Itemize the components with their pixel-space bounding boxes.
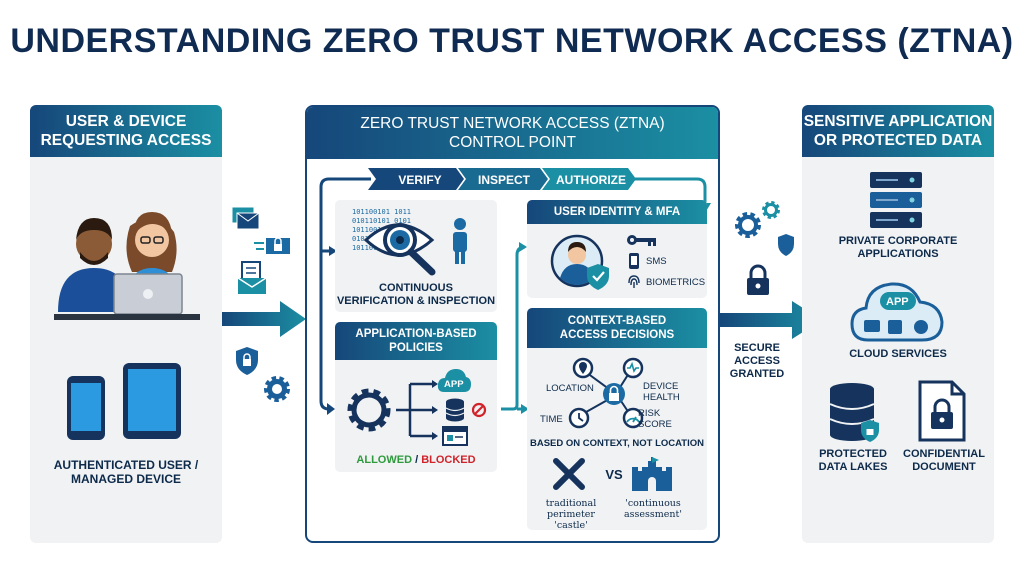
sms-label: SMS xyxy=(646,256,667,267)
context-header: CONTEXT-BASED ACCESS DECISIONS xyxy=(527,308,707,348)
user-device-panel: USER & DEVICE REQUESTING ACCESS xyxy=(30,105,222,543)
secure-access-label: SECURE ACCESS GRANTED xyxy=(729,342,785,380)
device-health-label: DEVICE HEALTH xyxy=(643,381,680,403)
database-icon-small xyxy=(445,398,465,422)
lock-message-icon xyxy=(254,237,290,254)
traditional-perimeter-label: traditional perimeter 'castle' xyxy=(545,498,597,531)
protected-data-header: SENSITIVE APPLICATION OR PROTECTED DATA xyxy=(802,105,994,157)
ztna-header: ZERO TRUST NETWORK ACCESS (ZTNA) CONTROL… xyxy=(307,107,718,159)
binary-row: 101100101 1011 xyxy=(352,208,412,216)
ztna-header-line2: CONTROL POINT xyxy=(449,134,576,151)
users-laptop-icon xyxy=(54,212,200,320)
browser-window-icon xyxy=(442,426,468,446)
castle-icon xyxy=(632,457,672,491)
location-label: LOCATION xyxy=(546,383,594,394)
user-verified-icon xyxy=(550,234,609,290)
data-lakes-label: PROTECTED DATA LAKES xyxy=(818,448,888,473)
allowed-blocked-label: ALLOWED / BLOCKED xyxy=(336,454,496,467)
cloud-app-text: APP xyxy=(886,296,909,308)
tablet-icon xyxy=(123,363,181,439)
document-mail-icon xyxy=(237,261,267,294)
policy-gear-icon xyxy=(347,388,391,432)
biometrics-label: BIOMETRICS xyxy=(646,277,706,288)
shield-lock-icon-left xyxy=(236,347,258,375)
cloud-services-icon xyxy=(850,282,944,342)
sms-phone-icon xyxy=(629,253,639,269)
blocked-icon xyxy=(471,402,487,418)
binary-row: 010110101 0101 xyxy=(352,217,412,225)
authenticated-device-label: AUTHENTICATED USER / MANAGED DEVICE xyxy=(53,458,199,486)
castle-crossed-icon xyxy=(553,458,585,490)
phone-icon xyxy=(67,376,105,440)
gear-icon-right-small xyxy=(762,201,780,219)
allowed-text: ALLOWED xyxy=(356,454,413,466)
step-verify: VERIFY xyxy=(398,173,442,187)
gear-icon-left xyxy=(264,376,290,402)
blocked-text: BLOCKED xyxy=(421,454,476,466)
app-policies-box: APPLICATION-BASED POLICIES xyxy=(335,322,497,472)
step-authorize: AUTHORIZE xyxy=(556,173,626,187)
identity-header: USER IDENTITY & MFA xyxy=(527,200,707,224)
step-inspect: INSPECT xyxy=(477,173,530,187)
based-on-context-label: BASED ON CONTEXT, NOT LOCATION xyxy=(530,438,704,449)
gear-icon-right-large xyxy=(735,212,761,238)
ztna-header-line1: ZERO TRUST NETWORK ACCESS (ZTNA) xyxy=(360,115,665,132)
vs-label: VS xyxy=(605,467,623,482)
app-policies-header-text: APPLICATION-BASED POLICIES xyxy=(355,328,477,354)
context-header-text: CONTEXT-BASED ACCESS DECISIONS xyxy=(559,315,675,341)
policy-branch-lines xyxy=(396,380,438,440)
access-granted-arrow xyxy=(720,301,822,339)
key-icon xyxy=(627,235,656,246)
app-cloud-text: APP xyxy=(444,379,464,390)
binary-row: 1011001011 xyxy=(352,244,395,252)
time-label: TIME xyxy=(540,414,563,425)
page-title: UNDERSTANDING ZERO TRUST NETWORK ACCESS … xyxy=(10,22,1014,60)
server-rack-icon xyxy=(870,172,922,228)
risk-score-label: RISK SCORE xyxy=(638,408,672,430)
email-stack-icon xyxy=(231,206,260,230)
user-device-header-text: USER & DEVICE REQUESTING ACCESS xyxy=(40,113,212,149)
eye-magnifier-icon xyxy=(363,218,467,276)
padlock-icon-right xyxy=(747,264,769,295)
cloud-services-label: CLOUD SERVICES xyxy=(849,348,947,360)
verification-label: CONTINUOUS VERIFICATION & INSPECTION xyxy=(336,282,496,307)
confidential-document-label: CONFIDENTIAL DOCUMENT xyxy=(903,448,985,473)
fingerprint-icon xyxy=(628,275,640,288)
shield-icon-right xyxy=(778,234,794,256)
app-cloud-icon xyxy=(437,369,471,392)
step-chevrons xyxy=(368,168,636,190)
continuous-assessment-label: 'continuous assessment' xyxy=(624,498,682,520)
allowed-blocked-separator: / xyxy=(412,454,422,466)
identity-header-text: USER IDENTITY & MFA xyxy=(553,206,681,218)
app-policies-header: APPLICATION-BASED POLICIES xyxy=(335,322,497,360)
context-decisions-box: CONTEXT-BASED ACCESS DECISIONS xyxy=(527,308,707,530)
private-apps-label: PRIVATE CORPORATE APPLICATIONS xyxy=(838,235,958,260)
context-network xyxy=(568,357,644,429)
user-device-header: USER & DEVICE REQUESTING ACCESS xyxy=(30,105,222,157)
protected-data-header-text: SENSITIVE APPLICATION OR PROTECTED DATA xyxy=(803,113,993,149)
request-arrow xyxy=(222,301,306,337)
data-lake-icon xyxy=(829,383,879,442)
confidential-document-icon xyxy=(918,380,966,442)
